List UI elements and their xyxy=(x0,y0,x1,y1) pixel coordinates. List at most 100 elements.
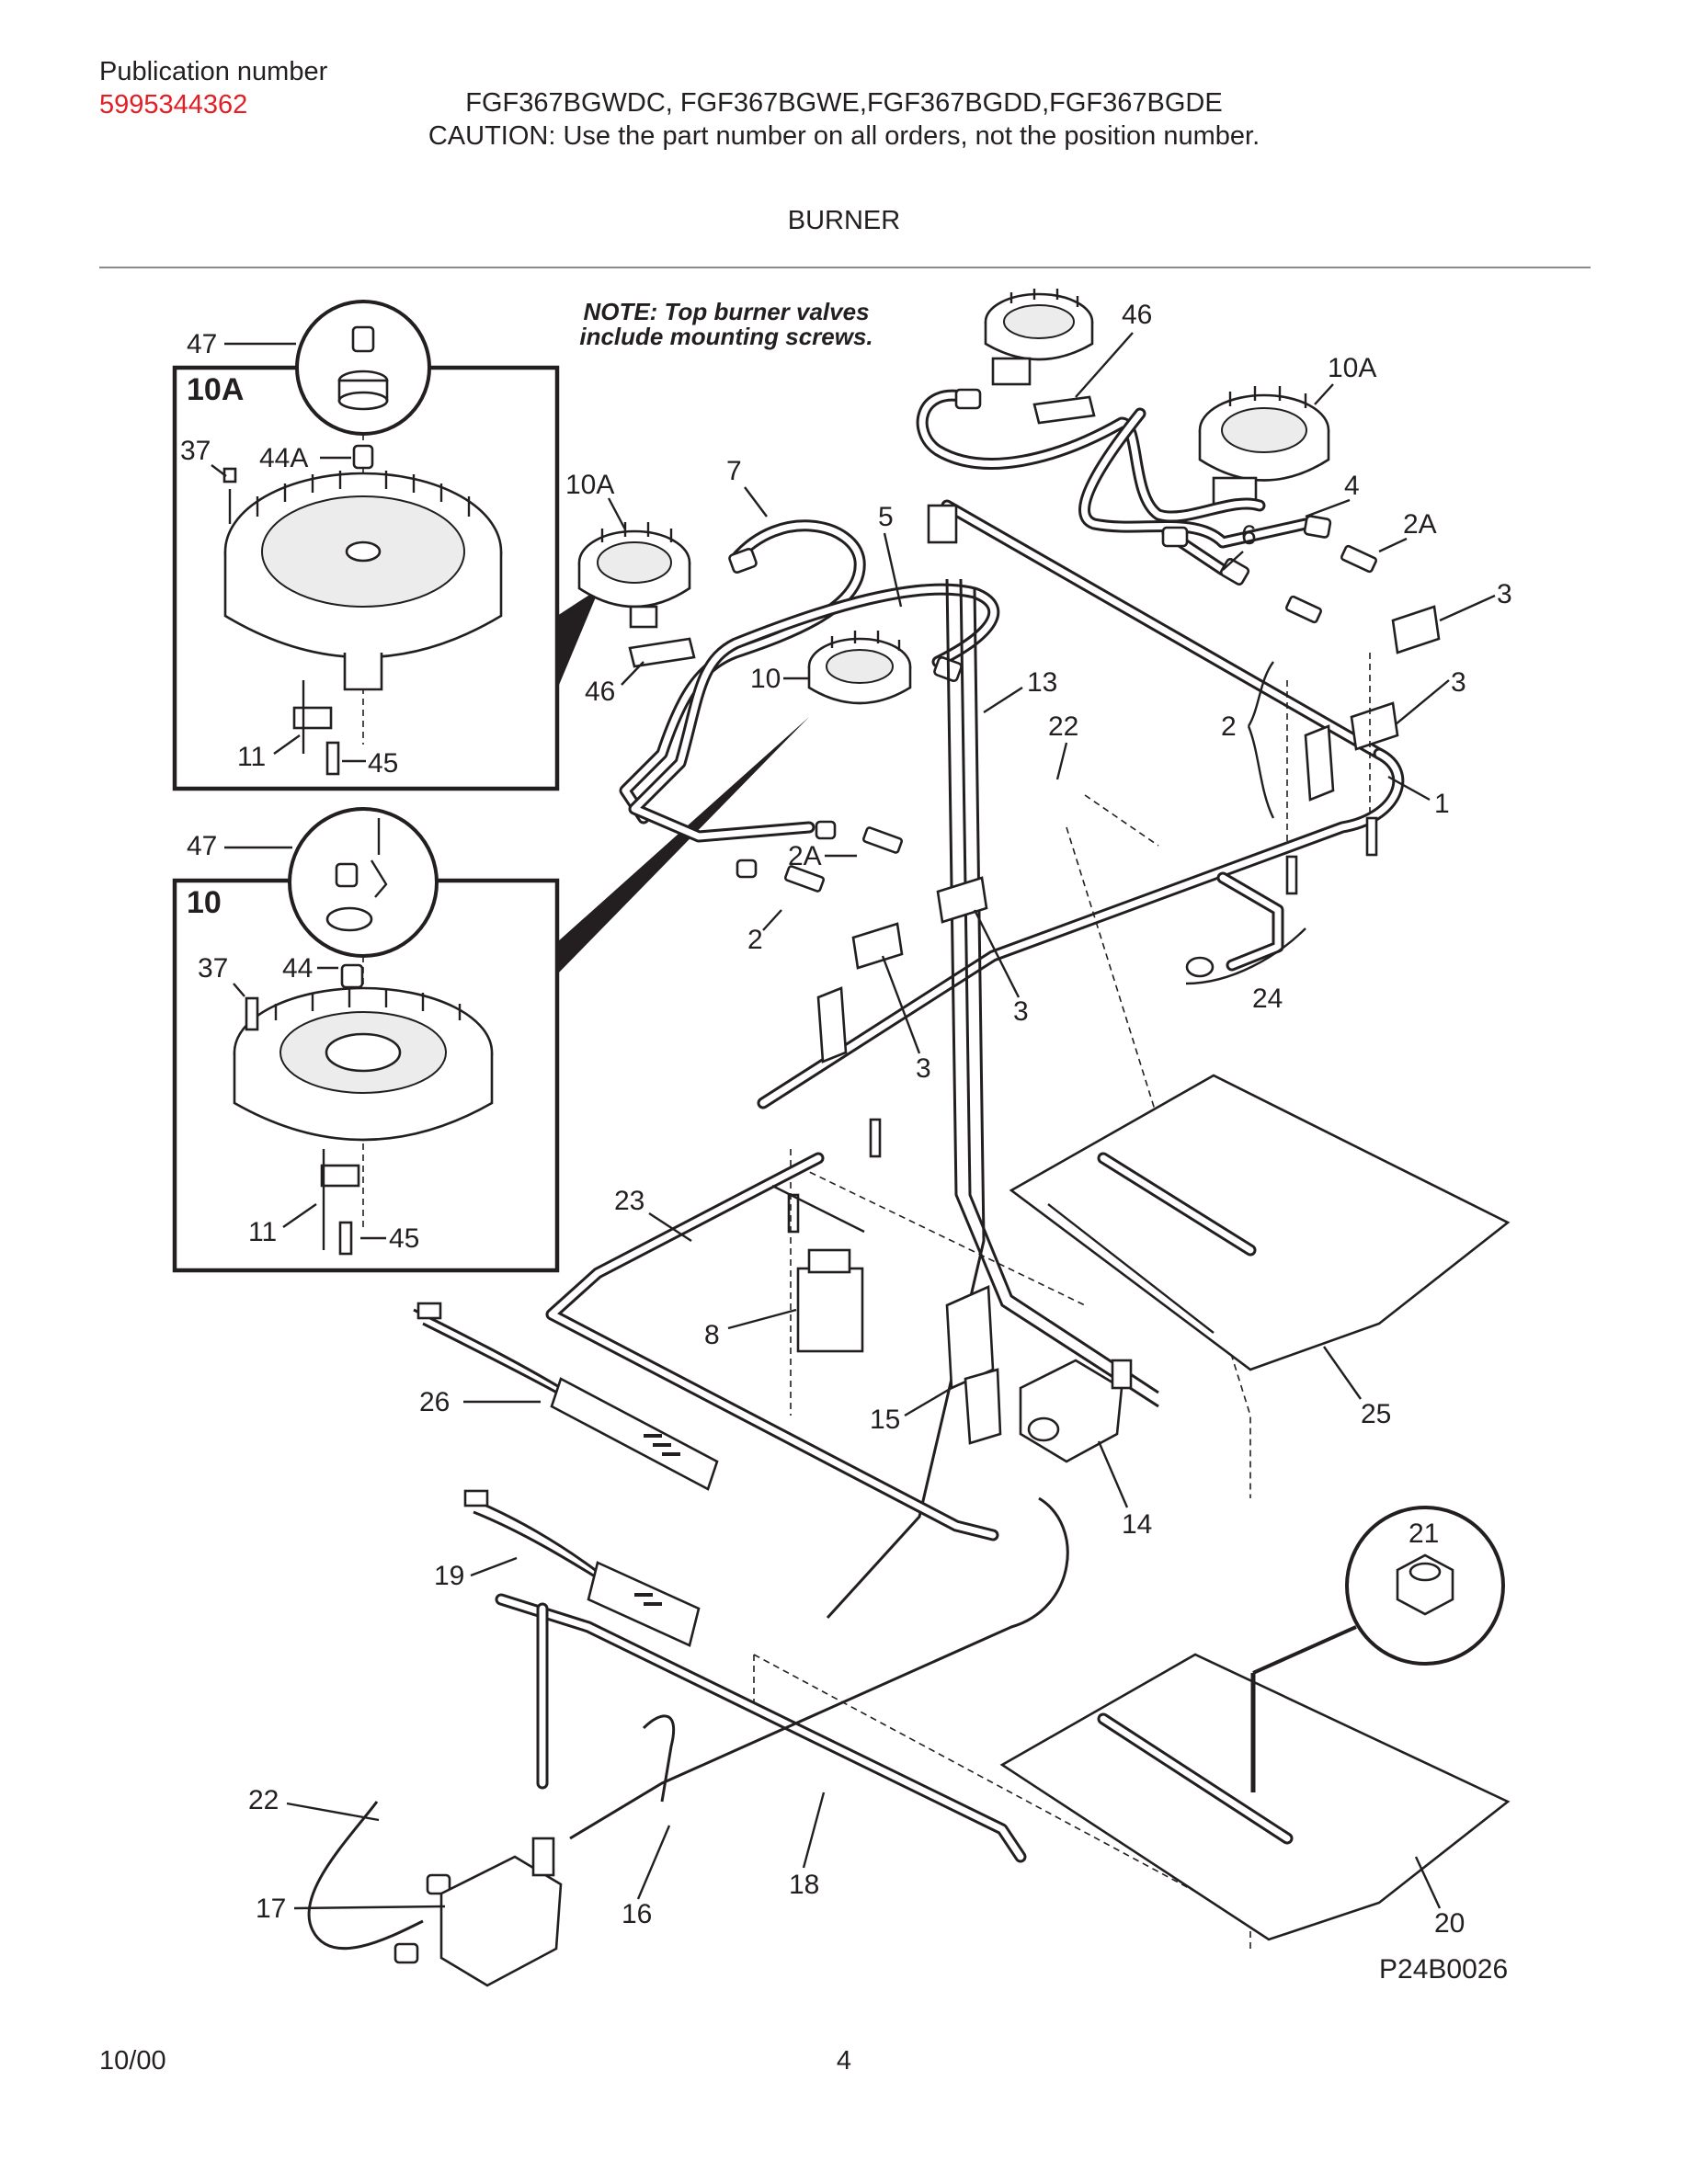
callout-text: 4 xyxy=(1344,471,1360,501)
callout-4: 4 xyxy=(1305,471,1360,518)
callout-3-right-b: 3 xyxy=(1395,667,1466,725)
callout-text: 37 xyxy=(180,436,211,466)
callout-text: 3 xyxy=(1451,667,1466,698)
callout-46-top: 46 xyxy=(1075,300,1152,398)
callout-22: 22 xyxy=(1048,711,1078,780)
callout-26: 26 xyxy=(419,1387,541,1417)
callout-45: 45 xyxy=(342,748,398,779)
burner-46-top xyxy=(984,289,1094,386)
inset-10A-title: 10A xyxy=(187,372,244,407)
caution-note: CAUTION: Use the part number on all orde… xyxy=(428,121,1260,151)
revision-date: 10/00 xyxy=(99,2046,166,2076)
callout-10A: 10A xyxy=(565,470,627,530)
callout-text: 3 xyxy=(916,1053,931,1084)
callout-text: 1 xyxy=(1434,789,1450,819)
callout-text: 44A xyxy=(259,443,308,473)
ignitor-19 xyxy=(463,1489,701,1647)
callout-10A-right: 10A xyxy=(1314,353,1376,405)
callout-text: 20 xyxy=(1434,1908,1465,1939)
callout-text: 14 xyxy=(1122,1509,1152,1540)
burner-10-center xyxy=(807,631,912,705)
callout-text: 25 xyxy=(1361,1399,1391,1429)
callout-text: 3 xyxy=(1497,579,1512,609)
callout-13: 13 xyxy=(983,667,1057,714)
broil-burner-18 xyxy=(495,1593,1027,1863)
burner-exploded-diagram: NOTE: Top burner valves include mounting… xyxy=(172,289,1512,1987)
diagram-code: P24B0026 xyxy=(1379,1954,1508,1985)
callout-text: 26 xyxy=(419,1387,450,1417)
callout-text: 8 xyxy=(704,1320,720,1350)
callout-5: 5 xyxy=(878,502,903,608)
callout-text: 45 xyxy=(368,748,398,779)
callout-text: 47 xyxy=(187,831,217,861)
callout-text: 22 xyxy=(1048,711,1078,742)
callout-25: 25 xyxy=(1323,1346,1391,1429)
callout-text: 10A xyxy=(565,470,614,500)
callout-text: 2 xyxy=(1221,711,1237,742)
callout-11: 11 xyxy=(237,734,301,772)
callout-text: 46 xyxy=(1122,300,1152,330)
callout-text: 19 xyxy=(434,1561,464,1591)
page-number: 4 xyxy=(836,2046,852,2076)
callout-45-b: 45 xyxy=(360,1223,419,1254)
callout-11-b: 11 xyxy=(248,1203,317,1247)
callout-47: 47 xyxy=(187,329,296,359)
callout-text: 11 xyxy=(237,742,266,772)
callout-44: 44 xyxy=(282,953,338,984)
callout-46: 46 xyxy=(585,661,644,707)
callout-text: 24 xyxy=(1252,984,1283,1014)
callout-text: 2A xyxy=(788,841,822,871)
sensor-8 xyxy=(796,1248,864,1353)
note-line-2: include mounting screws. xyxy=(579,323,873,350)
model-numbers: FGF367BGWDC, FGF367BGWE,FGF367BGDD,FGF36… xyxy=(465,88,1223,118)
burner-10A-right xyxy=(1198,386,1330,506)
section-title: BURNER xyxy=(787,206,901,235)
fittings xyxy=(728,388,1378,893)
callout-23: 23 xyxy=(614,1186,692,1243)
callout-text: 15 xyxy=(870,1405,900,1435)
callout-22-lower: 22 xyxy=(248,1785,380,1822)
callout-text: 11 xyxy=(248,1217,277,1247)
callout-2-right: 2 xyxy=(1221,661,1275,819)
callout-14: 14 xyxy=(1097,1440,1152,1540)
inset-10A: 10A 47 37 44A 11 45 xyxy=(172,300,599,791)
callout-text: 23 xyxy=(614,1186,644,1216)
callout-8: 8 xyxy=(704,1308,797,1350)
brackets-3 xyxy=(816,605,1441,1064)
inset-10: 10 47 37 44 11 45 xyxy=(172,717,809,1273)
callout-text: 2 xyxy=(747,925,763,955)
callout-text: 6 xyxy=(1241,520,1257,551)
callout-10: 10 xyxy=(750,664,809,694)
callout-text: 10A xyxy=(1328,353,1376,383)
note-line-1: NOTE: Top burner valves xyxy=(583,298,869,325)
callout-20: 20 xyxy=(1414,1856,1465,1939)
top-burner-note: NOTE: Top burner valves include mounting… xyxy=(579,298,873,350)
bracket-46-left xyxy=(628,637,696,668)
callout-16: 16 xyxy=(622,1825,671,1929)
callout-6: 6 xyxy=(1222,520,1257,571)
bracket-15 xyxy=(945,1285,1002,1445)
callout-text: 5 xyxy=(878,502,894,532)
callout-text: 44 xyxy=(282,953,313,984)
callout-text: 10 xyxy=(750,664,781,694)
callout-text: 3 xyxy=(1013,996,1029,1027)
top-burner-tubes xyxy=(619,389,1312,843)
callout-3-a: 3 xyxy=(973,909,1029,1027)
oven-burner-25 xyxy=(1009,1074,1511,1371)
callout-text: 37 xyxy=(198,953,228,984)
inset-10-title: 10 xyxy=(187,885,222,920)
callout-1: 1 xyxy=(1387,775,1450,819)
oven-burner-tube-23 xyxy=(545,1152,999,1541)
callout-37: 37 xyxy=(180,436,227,477)
callout-text: 46 xyxy=(585,677,615,707)
callout-3-right-a: 3 xyxy=(1439,579,1512,622)
callout-2A: 2A xyxy=(788,841,857,871)
screws xyxy=(787,816,1378,1234)
bracket-46-right xyxy=(1032,395,1096,425)
callout-18: 18 xyxy=(789,1792,826,1900)
callout-15: 15 xyxy=(870,1386,952,1435)
callout-text: 22 xyxy=(248,1785,279,1815)
callout-7: 7 xyxy=(726,456,768,518)
header-rule xyxy=(99,267,1591,268)
burner-10A-left xyxy=(577,522,691,629)
